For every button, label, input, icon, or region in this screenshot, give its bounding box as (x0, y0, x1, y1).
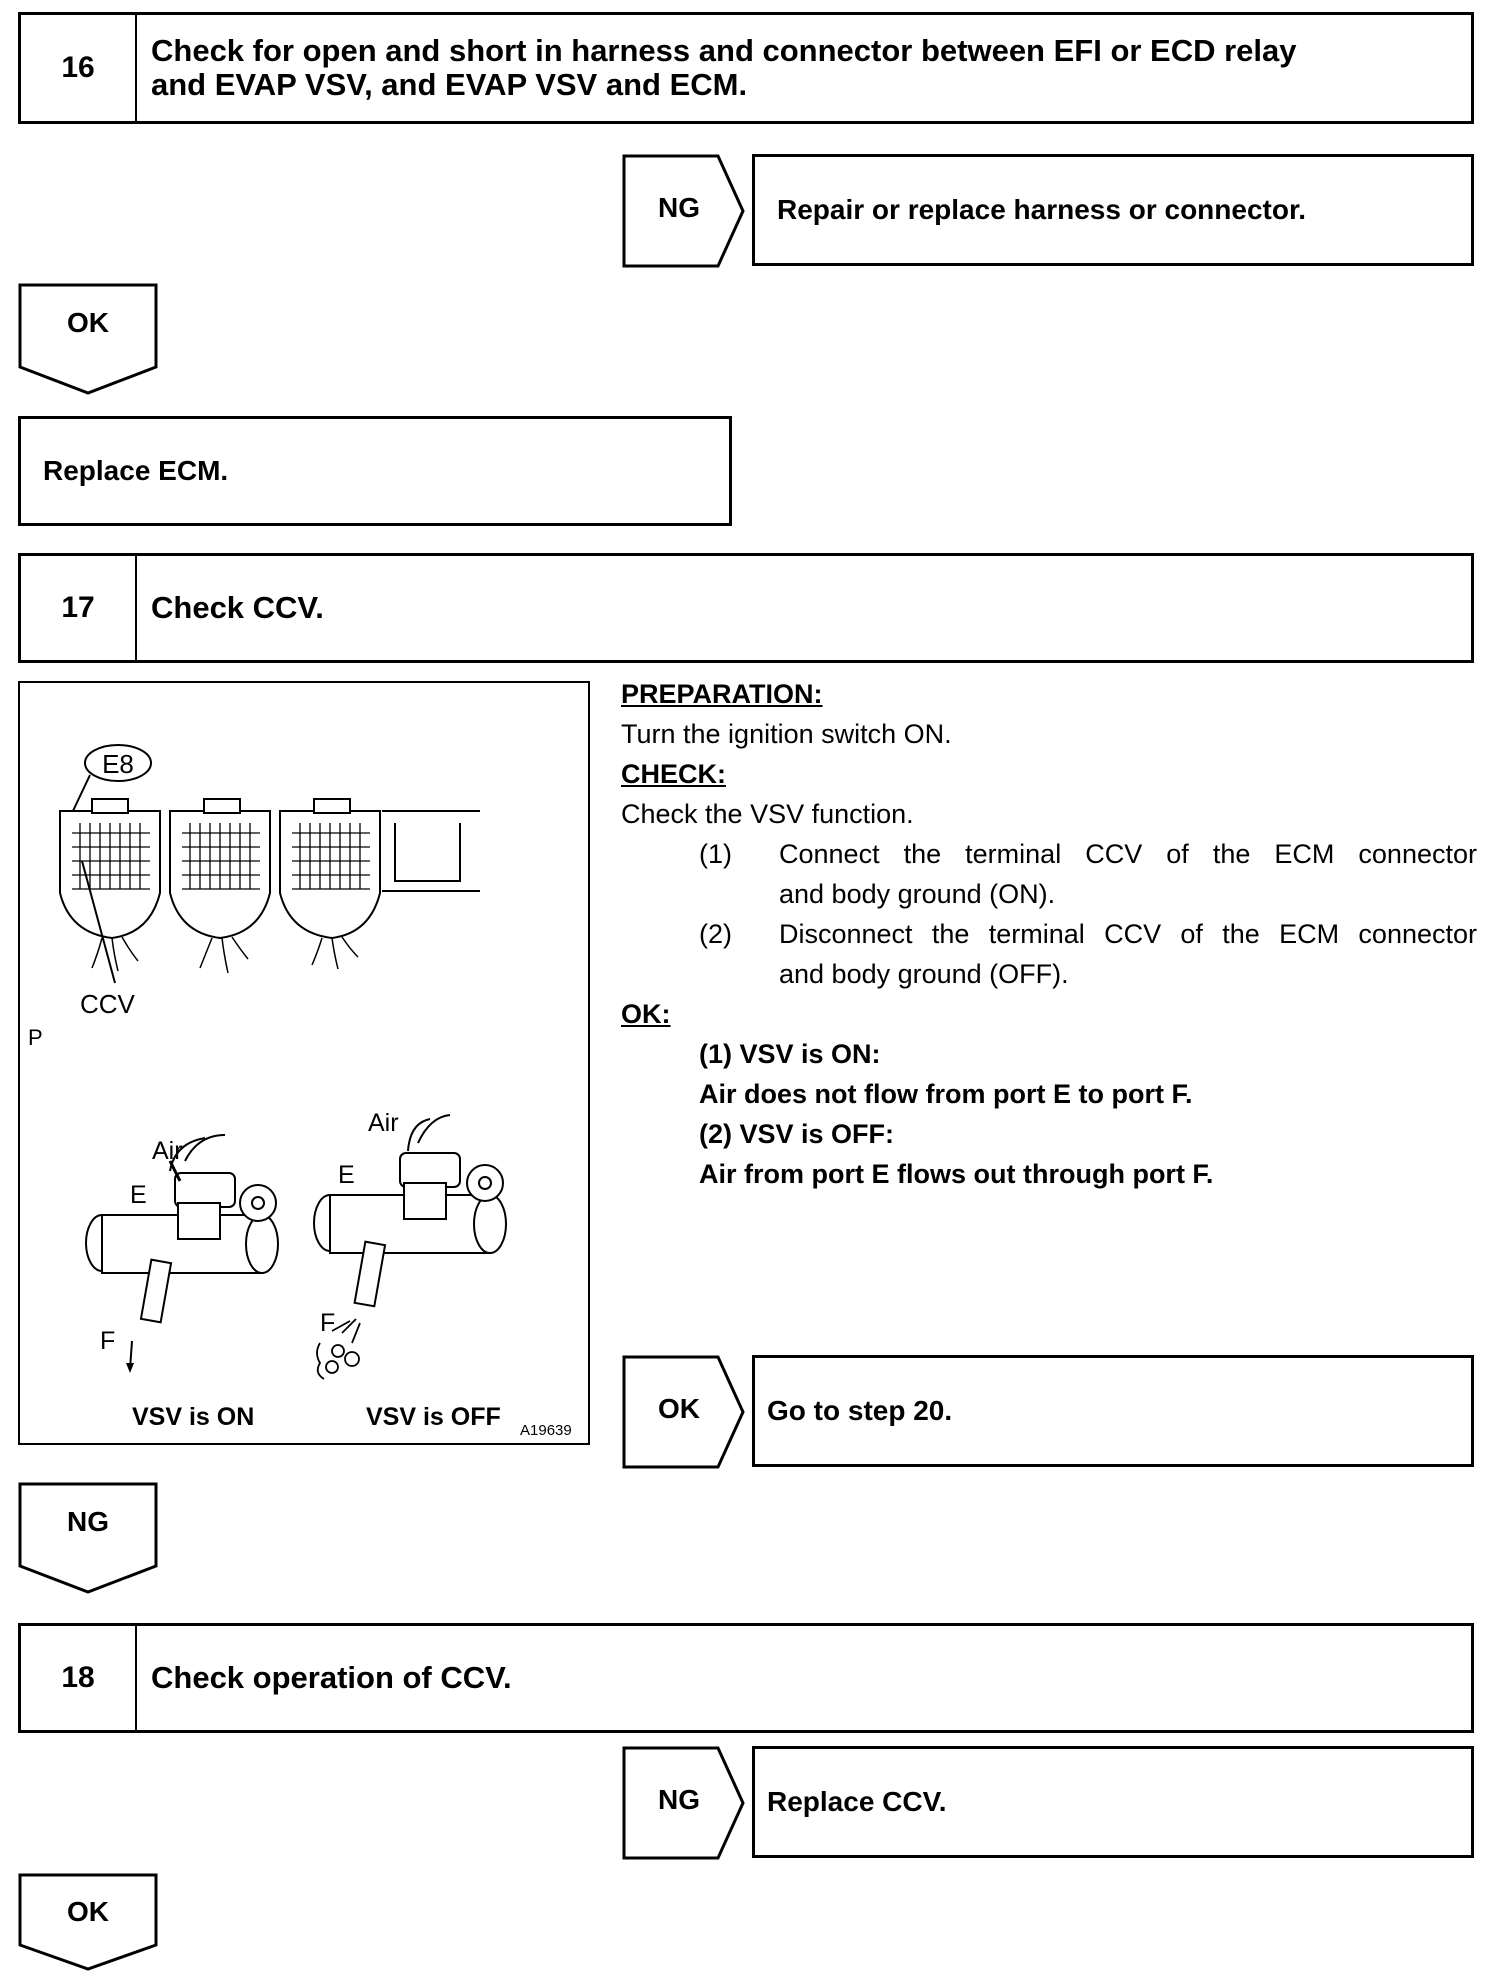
connector-label: E8 (102, 749, 134, 779)
ccv-figure: E8 CCV P (18, 681, 590, 1445)
ng-result-box: Repair or replace harness or connector. (752, 154, 1474, 266)
ok-criteria-line: Air does not flow from port E to port F. (699, 1079, 1193, 1109)
vsv-off-drawing (313, 1114, 507, 1308)
check-item-line: and body ground (OFF). (779, 959, 1069, 989)
caption-vsv-off: VSV is OFF (366, 1403, 501, 1431)
step-title: Check for open and short in harness and … (137, 15, 1471, 121)
ok-tag (18, 1873, 158, 1971)
air-puff-icon (316, 1318, 361, 1380)
ok-tag-label: OK (67, 307, 109, 338)
ok-criteria: (1) VSV is ON: Air does not flow from po… (699, 1034, 1477, 1194)
ok-tag (18, 283, 158, 395)
port-e-label: E (338, 1161, 355, 1189)
step-number: 16 (21, 15, 137, 121)
step-title: Check operation of CCV. (151, 1660, 512, 1695)
ng-tag-label: NG (67, 1506, 109, 1537)
step-16-header: 16 Check for open and short in harness a… (18, 12, 1474, 124)
caption-vsv-on: VSV is ON (132, 1403, 254, 1431)
step-18-header: 18 Check operation of CCV. (18, 1623, 1474, 1733)
ok-criteria-line: (2) VSV is OFF: (699, 1119, 895, 1149)
check-item-text: Connect the terminal CCV of the ECM conn… (779, 834, 1477, 914)
figure-drawing: E8 CCV P (28, 744, 572, 1439)
check-item-line: Disconnect the terminal CCV of the ECM c… (779, 919, 1477, 949)
step-number: 18 (21, 1626, 137, 1730)
side-mark: P (28, 1025, 43, 1050)
ecm-connectors (59, 798, 480, 940)
step-number: 17 (21, 556, 137, 660)
check-item-line: and body ground (ON). (779, 879, 1056, 909)
step-title-line1: Check for open and short in harness and … (151, 33, 1297, 68)
check-header: CHECK: (621, 759, 726, 789)
check-item-number: (1) (699, 839, 732, 869)
ok-result-box: Replace ECM. (18, 416, 732, 526)
port-f-label: F (320, 1309, 335, 1337)
ok-tag (622, 1355, 745, 1469)
ok-tag-label: OK (67, 1896, 109, 1927)
check-item: (1) Connect the terminal CCV of the ECM … (621, 834, 1477, 914)
step-title-line2: and EVAP VSV, and EVAP VSV and ECM. (151, 67, 748, 102)
air-arrow (168, 1160, 182, 1182)
ng-tag (622, 1746, 745, 1860)
step-title: Check CCV. (151, 590, 324, 625)
check-item: (2) Disconnect the terminal CCV of the E… (621, 914, 1477, 994)
ok-criteria-line: Air from port E flows out through port F… (699, 1159, 1214, 1189)
figure-id: A19639 (520, 1422, 572, 1439)
preparation-text: Turn the ignition switch ON. (621, 719, 952, 749)
ok-criteria-line: (1) VSV is ON: (699, 1039, 881, 1069)
port-f-label: F (100, 1327, 115, 1355)
check-item-number: (2) (699, 919, 732, 949)
ng-tag (18, 1482, 158, 1594)
air-label: Air (368, 1109, 399, 1137)
vsv-on-drawing (85, 1134, 279, 1324)
ok-result-box: Go to step 20. (752, 1355, 1474, 1467)
instructions: PREPARATION: Turn the ignition switch ON… (621, 674, 1477, 1194)
ng-tag-label: NG (658, 1784, 700, 1815)
ng-tag (622, 154, 745, 268)
ok-header: OK: (621, 999, 671, 1029)
ok-tag-label: OK (658, 1393, 700, 1424)
check-item-text: Disconnect the terminal CCV of the ECM c… (779, 914, 1477, 994)
check-item-line: Connect the terminal CCV of the ECM conn… (779, 839, 1477, 869)
port-e-label: E (130, 1181, 147, 1209)
step-17-header: 17 Check CCV. (18, 553, 1474, 663)
ng-tag-label: NG (658, 192, 700, 223)
air-label: Air (152, 1137, 183, 1165)
check-text: Check the VSV function. (621, 799, 914, 829)
terminal-label: CCV (80, 989, 136, 1019)
preparation-header: PREPARATION: (621, 679, 823, 709)
ng-result-box: Replace CCV. (752, 1746, 1474, 1858)
